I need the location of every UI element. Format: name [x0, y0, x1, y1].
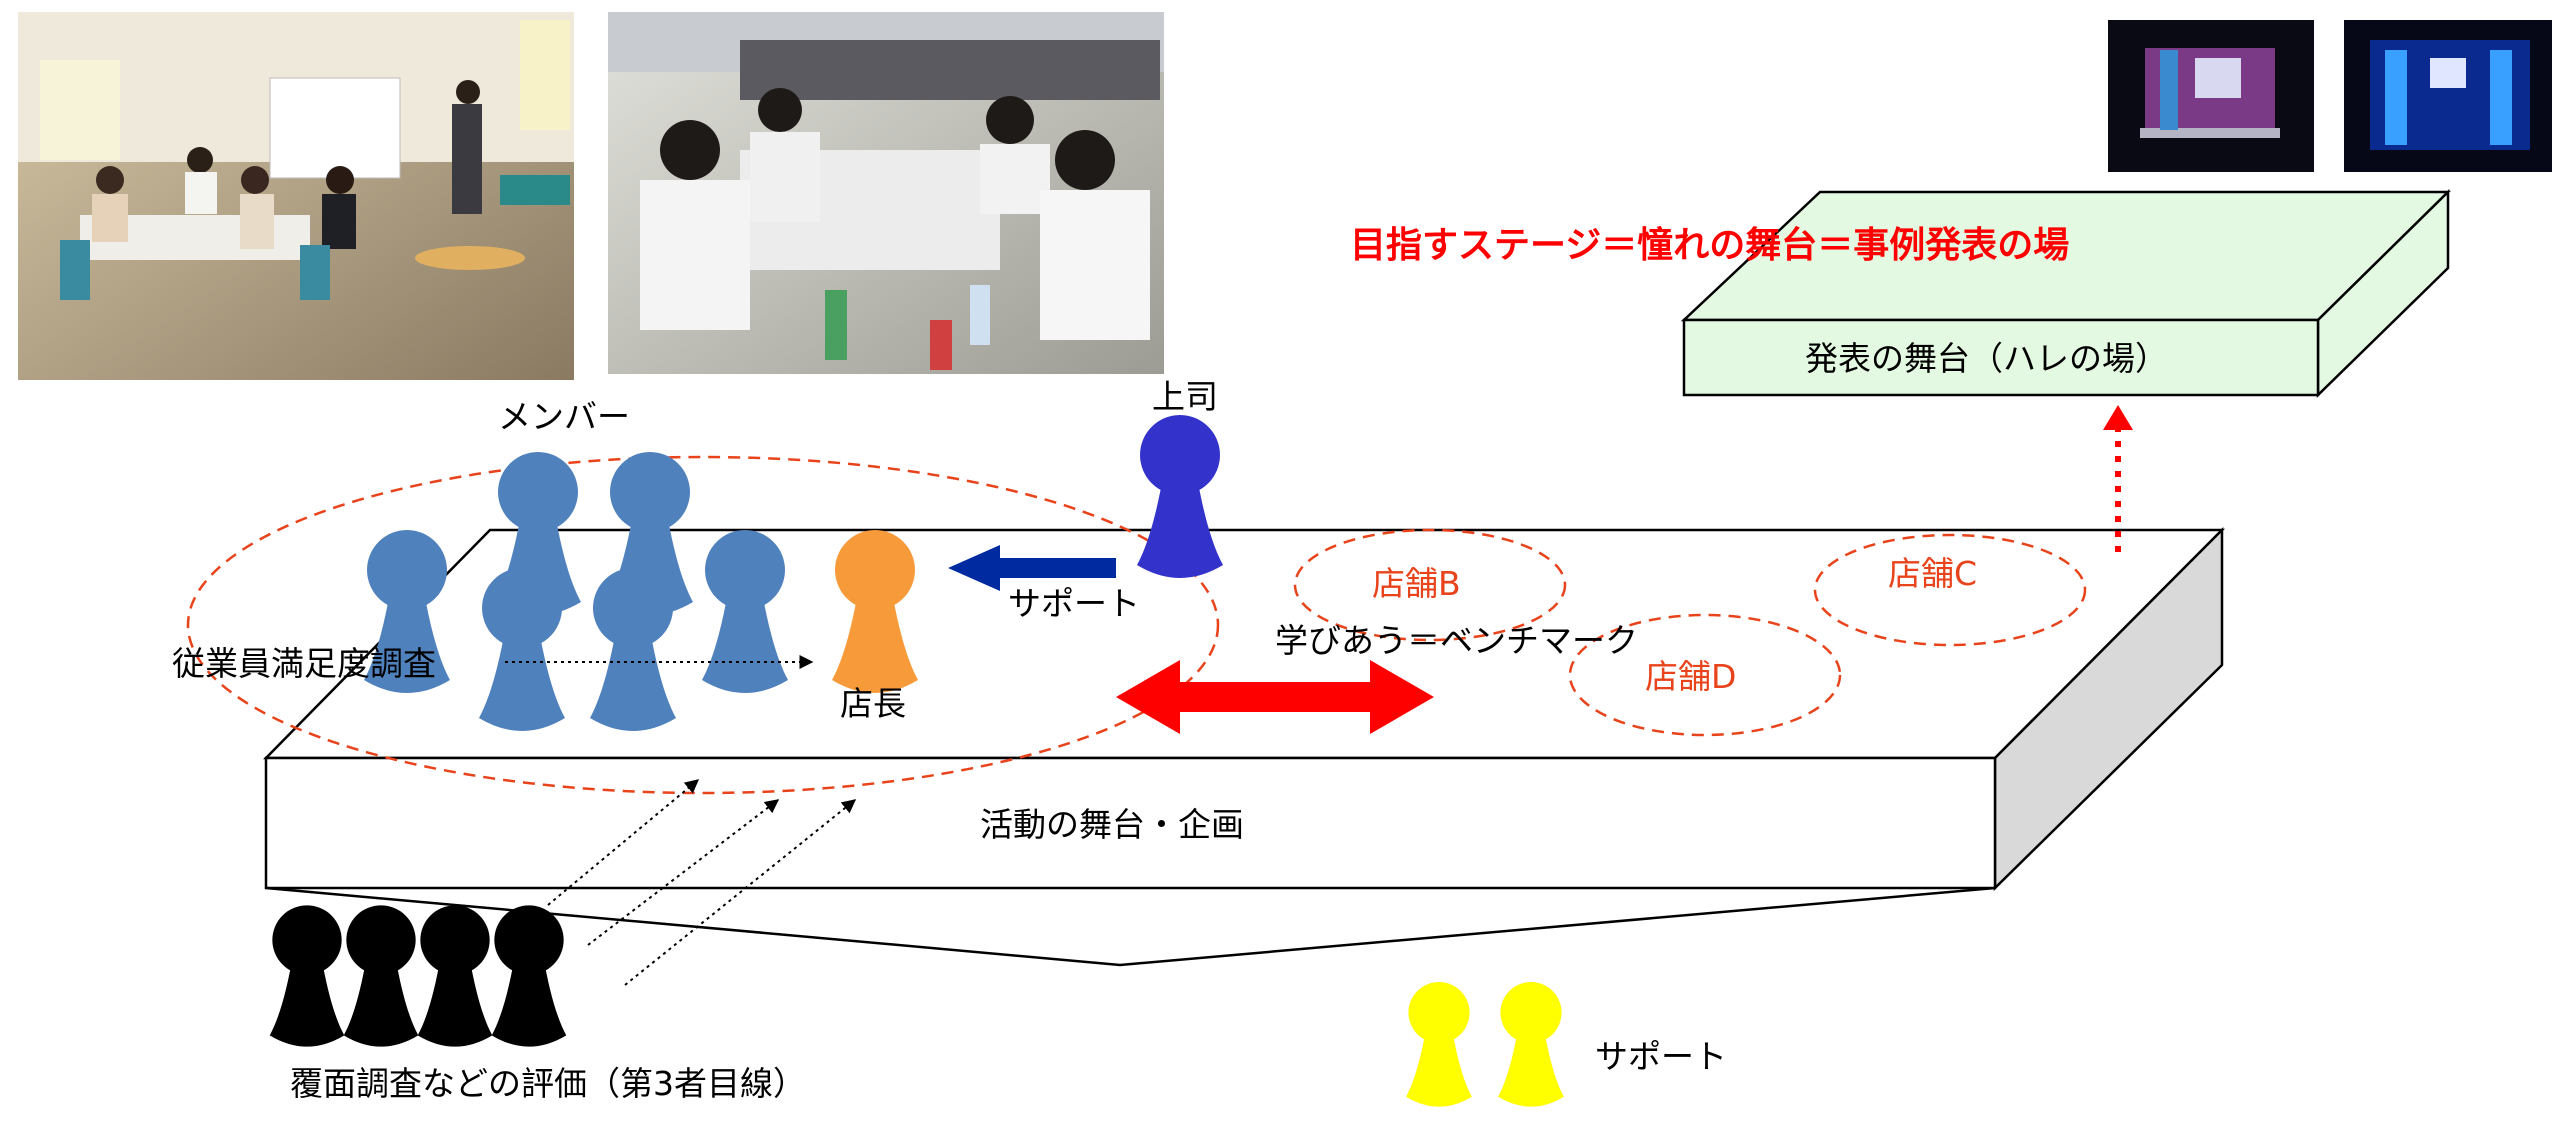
support-pawn	[1498, 982, 1564, 1107]
member-group-ellipse	[186, 455, 1220, 795]
meeting-photo-1	[18, 12, 574, 380]
benchmark-double-arrow	[1116, 660, 1434, 734]
stage-photo-1	[2108, 20, 2314, 172]
evaluator-pawn	[491, 905, 567, 1047]
support-pawns	[1406, 982, 1564, 1107]
store-c-label: 店舗C	[1888, 554, 1977, 593]
employee-survey-label: 従業員満足度調査	[172, 644, 436, 683]
boss-label: 上司	[1152, 377, 1218, 416]
support-arrow	[948, 545, 1116, 591]
mystery-evaluation-label: 覆面調査などの評価（第3者目線）	[290, 1064, 806, 1103]
store-manager-label: 店長	[840, 684, 906, 723]
store-c-ellipse	[1813, 533, 2087, 647]
support-pawn	[1406, 982, 1472, 1107]
goal-arrow-head	[2103, 405, 2133, 430]
support-bottom-label: サポート	[1595, 1037, 1727, 1076]
store-b-ellipse	[1293, 528, 1567, 642]
evaluator-pawn	[343, 905, 419, 1047]
evaluator-pawn	[269, 905, 345, 1047]
members-label: メンバー	[498, 397, 630, 436]
store-d-label: 店舗D	[1645, 657, 1736, 696]
goal-stage-label: 目指すステージ＝憧れの舞台＝事例発表の場	[1350, 225, 2069, 266]
boss-pawn	[1137, 415, 1223, 578]
learning-label: 学びあう＝ベンチマーク	[1275, 621, 1638, 660]
store-d-ellipse	[1568, 613, 1842, 737]
evaluator-pawn	[417, 905, 493, 1047]
support-top-label: サポート	[1008, 584, 1140, 623]
evaluator-pawns	[269, 905, 567, 1047]
activity-stage-label: 活動の舞台・企画	[980, 805, 1244, 844]
evaluation-dotted-arrow	[624, 799, 857, 986]
stage-photo-2	[2344, 20, 2552, 172]
presentation-stage-label: 発表の舞台（ハレの場）	[1805, 339, 2168, 378]
evaluation-dotted-arrow	[587, 799, 780, 946]
evaluation-dotted-arrow	[547, 779, 700, 906]
meeting-photo-2	[608, 12, 1164, 374]
presentation-stage	[1680, 189, 2452, 398]
store-b-label: 店舗B	[1372, 564, 1461, 603]
